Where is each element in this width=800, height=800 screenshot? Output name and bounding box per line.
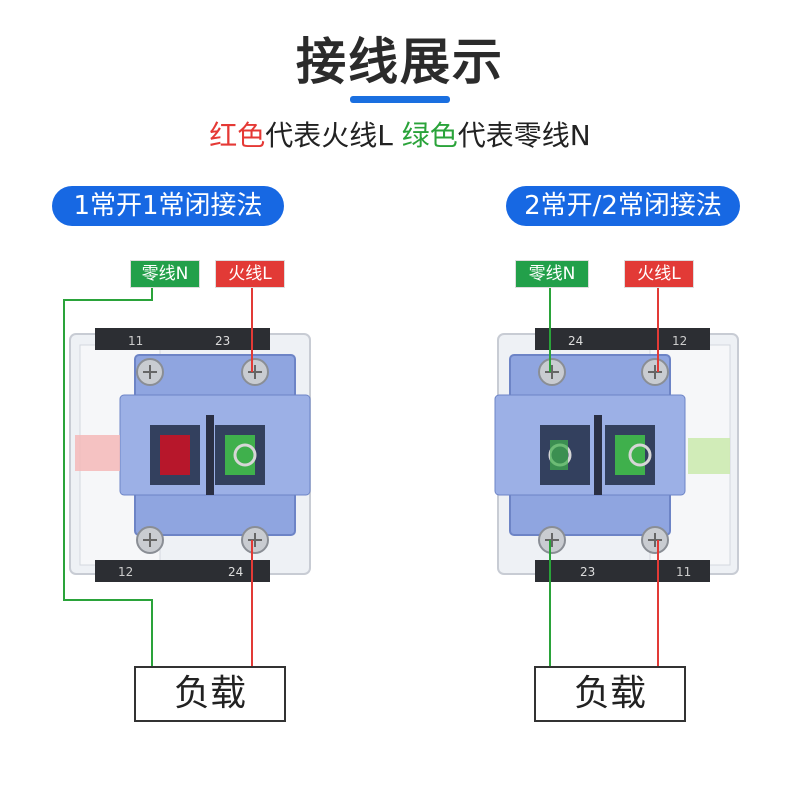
right-live-tag: 火线L <box>624 260 694 288</box>
right-load-box: 负载 <box>534 666 686 722</box>
legend-red-word: 红色 <box>209 119 266 152</box>
right-terminal-bottom-left: 23 <box>580 565 595 579</box>
right-terminal-bottom-right: 11 <box>676 565 691 579</box>
left-neutral-wire <box>63 287 153 666</box>
page-title: 接线展示 <box>296 33 504 91</box>
left-load-box: 负载 <box>134 666 286 722</box>
left-mode-label: 1常开1常闭接法 <box>52 186 284 226</box>
legend-green-word: 绿色 <box>401 119 458 152</box>
legend-green-text: 代表零线N <box>457 119 591 152</box>
left-terminal-bottom-left: 12 <box>118 565 133 579</box>
left-terminal-bottom-right: 24 <box>228 565 243 579</box>
right-mode-label: 2常开/2常闭接法 <box>506 186 740 226</box>
left-terminal-top-right: 23 <box>215 334 230 348</box>
color-legend: 红色代表火线L 绿色代表零线N <box>0 114 800 154</box>
left-terminal-top-left: 11 <box>128 334 143 348</box>
legend-red-text: 代表火线L <box>265 119 393 152</box>
right-neutral-tag: 零线N <box>515 260 589 288</box>
left-neutral-tag: 零线N <box>130 260 200 288</box>
right-terminal-top-right: 12 <box>672 334 687 348</box>
left-contact-block: 11 23 12 24 <box>69 328 311 582</box>
right-terminal-top-left: 24 <box>568 334 583 348</box>
right-contact-block: 24 12 23 11 <box>494 328 739 582</box>
left-live-tag: 火线L <box>215 260 285 288</box>
title-underline <box>350 96 450 103</box>
